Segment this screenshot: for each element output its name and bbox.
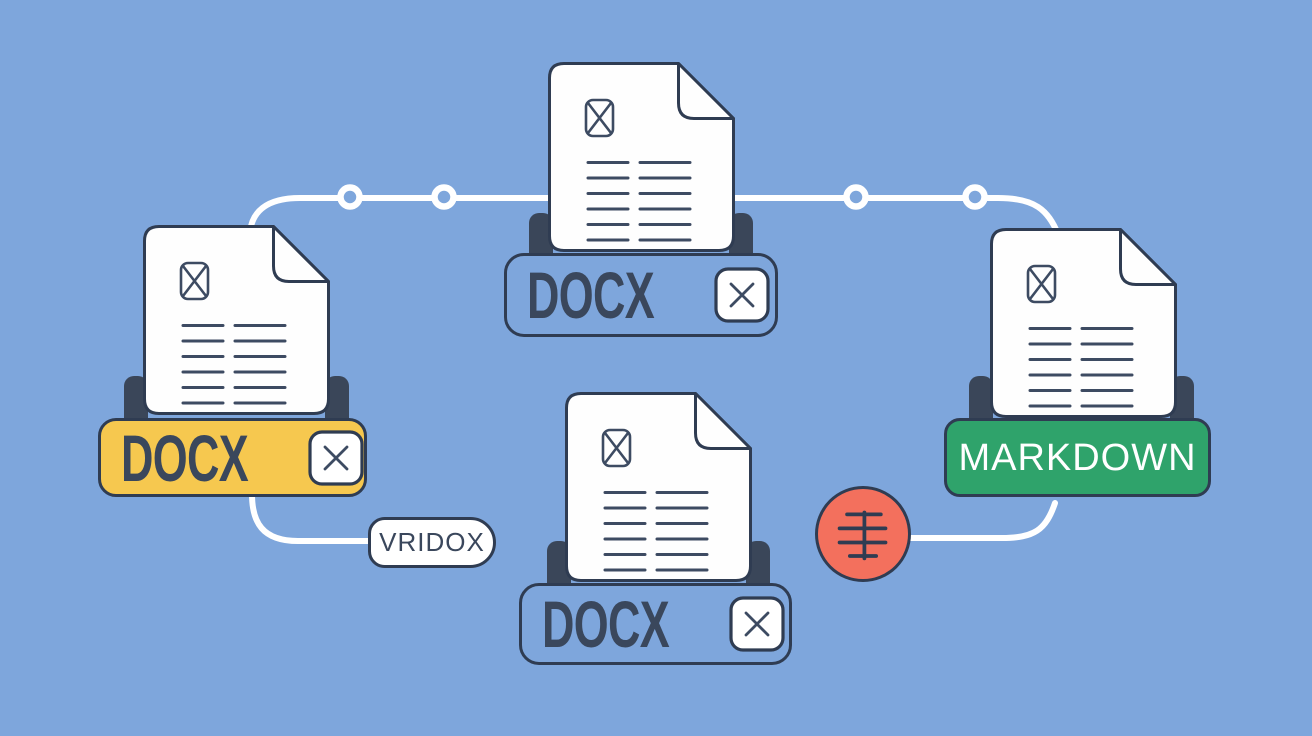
badge-label: DOCX <box>527 258 655 332</box>
pill-label: VRIDOX <box>379 527 485 557</box>
folded-corner-icon <box>694 392 752 450</box>
x-icon <box>714 267 770 323</box>
badge-label: MARKDOWN <box>958 436 1197 479</box>
x-icon <box>729 596 785 652</box>
document-icon <box>990 228 1177 418</box>
file-type-badge-docx-bottom: DOCX <box>519 583 792 665</box>
image-placeholder-x-icon <box>584 98 615 138</box>
ring-dot-icon <box>337 184 363 210</box>
image-placeholder-x-icon <box>601 428 632 468</box>
badge-label: DOCX <box>542 587 670 661</box>
doc-text-lines <box>181 324 287 405</box>
list-lines-icon <box>837 510 888 561</box>
ring-dot-icon <box>843 184 869 210</box>
file-type-badge-markdown: MARKDOWN <box>944 418 1211 497</box>
doc-text-lines <box>603 491 709 572</box>
x-icon <box>308 429 364 486</box>
connector-left-elbow <box>249 491 375 544</box>
ring-dot-icon <box>431 184 457 210</box>
image-placeholder-x-icon <box>1026 264 1057 304</box>
doc-text-lines <box>1028 327 1134 408</box>
ring-dot-icon <box>962 184 988 210</box>
image-placeholder-x-icon <box>179 261 210 301</box>
pill-vridox: VRIDOX <box>368 517 496 568</box>
connector-right-elbow <box>907 500 1058 541</box>
document-icon <box>548 62 735 252</box>
badge-label: DOCX <box>121 420 249 495</box>
folded-corner-icon <box>272 225 330 283</box>
file-type-badge-docx-left: DOCX <box>98 418 367 497</box>
file-type-badge-docx-top: DOCX <box>504 253 778 337</box>
folded-corner-icon <box>677 62 735 120</box>
doc-text-lines <box>586 161 692 242</box>
converter-circle <box>815 486 911 582</box>
folded-corner-icon <box>1119 228 1177 286</box>
document-icon <box>143 225 330 415</box>
document-icon <box>565 392 752 582</box>
